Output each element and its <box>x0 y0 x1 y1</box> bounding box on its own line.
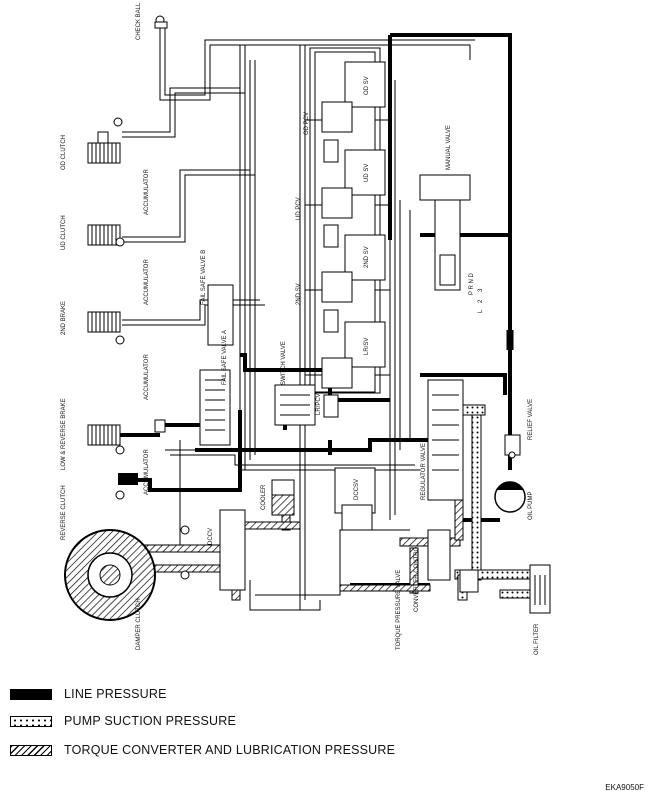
regulator-valve-body <box>427 379 464 501</box>
dccv-unit <box>180 509 246 591</box>
label-dcc-sv: DCCSV <box>354 479 360 500</box>
label-fail-safe-valve-b: FAIL SAFE VALVE B <box>201 250 207 305</box>
legend-torque-converter: TORQUE CONVERTER AND LUBRICATION PRESSUR… <box>10 742 395 758</box>
label-switch-valve: SWITCH VALVE <box>281 341 287 385</box>
label-relief-valve: RELIEF VALVE <box>528 399 534 440</box>
second-brake-piston <box>87 311 125 345</box>
accumulators <box>154 419 166 433</box>
label-od-sv: OD SV <box>364 76 370 95</box>
low-reverse-brake-piston <box>87 424 125 455</box>
label-accumulator-4: ACCUMULATOR <box>144 449 150 495</box>
label-gear-2: 2 <box>478 299 484 303</box>
legend-pump-suction-text: PUMP SUCTION PRESSURE <box>64 714 237 728</box>
oil-pump <box>494 481 526 513</box>
label-low-reverse-brake: LOW & REVERSE BRAKE <box>61 398 67 470</box>
label-accumulator-1: ACCUMULATOR <box>144 169 150 215</box>
label-gear-positions: P R N D <box>469 272 475 295</box>
label-torque-pressure-valve: TORQUE PRESSURE VALVE <box>396 570 402 650</box>
manual-valve-body <box>419 174 471 291</box>
switch-valve-body <box>274 384 316 426</box>
torque-converter-swatch <box>10 744 52 756</box>
fail-safe-valves <box>199 284 234 446</box>
label-accumulator-2: ACCUMULATOR <box>144 259 150 305</box>
label-dccv: DCCV <box>208 528 214 545</box>
label-reverse-clutch: REVERSE CLUTCH <box>61 485 67 540</box>
pump-suction-swatch <box>10 715 52 727</box>
legend-pump-suction: PUMP SUCTION PRESSURE <box>10 713 236 729</box>
label-gear-3: 3 <box>478 288 484 292</box>
label-ud-pcv: UD PCV <box>296 197 302 220</box>
thin-passages <box>122 25 475 611</box>
valve-body-frame <box>309 47 381 394</box>
check-ball-assembly <box>154 15 168 29</box>
diagram-labels: CHECK BALL OD CLUTCH ACCUMULATOR UD CLUT… <box>61 2 540 655</box>
label-lr-sv: LR/SV <box>364 338 370 355</box>
solenoid-spools <box>321 101 373 531</box>
damper-clutch-converter <box>64 529 156 621</box>
hydraulic-circuit-diagram: CHECK BALL OD CLUTCH ACCUMULATOR UD CLUT… <box>61 2 551 655</box>
od-clutch-piston <box>87 117 123 164</box>
label-regulator-valve: REGULATOR VALVE <box>421 443 427 500</box>
label-od-pcv: OD PCV <box>304 112 310 135</box>
relief-valve-body <box>504 434 521 459</box>
label-oil-filter: OIL FILTER <box>534 623 540 655</box>
label-ud-sv: UD SV <box>364 164 370 182</box>
legend-line-pressure-text: LINE PRESSURE <box>64 687 167 701</box>
label-cooler: COOLER <box>261 484 267 510</box>
oil-filter <box>529 564 551 614</box>
label-damper-clutch: DAMPER CLUTCH <box>136 598 142 650</box>
label-ud-clutch: UD CLUTCH <box>61 215 67 250</box>
legend-torque-converter-text: TORQUE CONVERTER AND LUBRICATION PRESSUR… <box>64 743 396 757</box>
label-lr-pcv: LR/PCV <box>316 393 322 415</box>
line-pressure-swatch <box>10 688 52 700</box>
label-oil-pump: OIL PUMP <box>528 492 534 520</box>
label-check-ball: CHECK BALL <box>136 2 142 40</box>
torque-pressure-valve-body <box>427 529 479 593</box>
label-fail-safe-valve-a: FAIL SAFE VALVE A <box>222 330 228 385</box>
ud-clutch-piston <box>87 224 125 247</box>
label-manual-valve: MANUAL VALVE <box>446 125 452 170</box>
figure-id: EKA9050F <box>605 783 644 792</box>
reverse-clutch-piston <box>115 473 138 500</box>
label-gear-l: L <box>478 309 484 313</box>
label-od-clutch: OD CLUTCH <box>61 135 67 170</box>
label-second-brake: 2ND BRAKE <box>61 301 67 335</box>
label-second-sv: 2ND SV <box>364 246 370 268</box>
label-second-sv-vertical: 2ND SV <box>296 283 302 305</box>
label-accumulator-3: ACCUMULATOR <box>144 354 150 400</box>
label-converter-control: CONVERTER CONTROL <box>414 543 420 612</box>
legend-line-pressure: LINE PRESSURE <box>10 686 167 702</box>
cooler-unit <box>271 479 295 516</box>
